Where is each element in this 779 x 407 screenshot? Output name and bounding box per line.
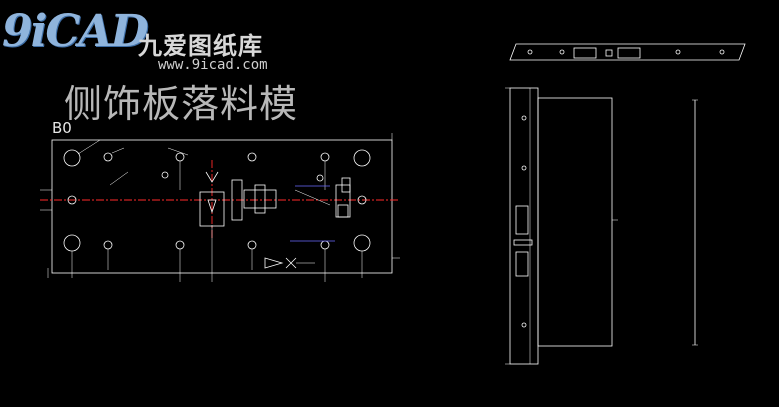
punch-block <box>231 179 243 221</box>
screw-hole <box>247 240 257 250</box>
screw-hole <box>175 152 185 162</box>
screw-hole <box>247 152 257 162</box>
logo-url: www.9icad.com <box>158 57 268 73</box>
drawing-title: 侧饰板落料模 <box>64 82 299 126</box>
punch-block <box>254 184 266 214</box>
pin-hole <box>316 174 324 182</box>
die-plate-outline <box>51 139 393 274</box>
blank-profile <box>341 177 351 193</box>
strip-window <box>617 47 641 59</box>
strip-outline <box>509 43 746 61</box>
guide-hole-bottom-left <box>63 234 81 252</box>
section-view <box>692 99 698 346</box>
strip-window <box>573 47 597 59</box>
blank-profile <box>337 204 349 218</box>
pin-hole <box>161 171 169 179</box>
side-slot <box>515 251 529 277</box>
view-label: B0 <box>52 119 72 137</box>
side-slot <box>515 205 529 235</box>
screw-hole <box>320 240 330 250</box>
guide-hole-top-left <box>63 149 81 167</box>
punch-block <box>243 189 277 209</box>
logo-name: 九爱图纸库 <box>138 32 263 60</box>
logo-mark: 9iCAD <box>2 6 149 57</box>
strip-view <box>509 43 746 61</box>
screw-hole <box>103 240 113 250</box>
plan-view <box>40 133 400 282</box>
pilot-hole <box>357 195 367 205</box>
guide-hole-bottom-right <box>353 234 371 252</box>
punch-arrow <box>207 199 217 214</box>
pilot-hole <box>67 195 77 205</box>
side-block-outline <box>537 97 613 347</box>
side-view <box>505 87 618 365</box>
feed-arrow-icon <box>264 257 284 269</box>
screw-hole <box>175 240 185 250</box>
screw-hole <box>103 152 113 162</box>
guide-hole-top-right <box>353 149 371 167</box>
screw-hole <box>320 152 330 162</box>
punch-block <box>199 191 225 227</box>
site-logo: 9iCAD 九爱图纸库 www.9icad.com <box>2 6 302 76</box>
